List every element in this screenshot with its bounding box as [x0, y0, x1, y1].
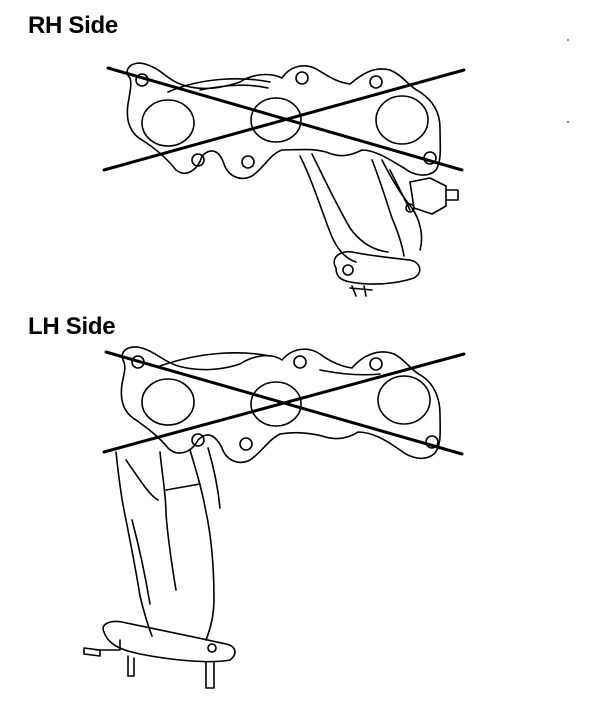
lh-flange-outline [120, 346, 442, 464]
rh-sensor-boss [409, 177, 447, 215]
lh-bolt-hole [239, 437, 253, 451]
lh-stud-center [127, 655, 135, 677]
rh-bolt-hole [191, 153, 205, 167]
lh-port-1 [141, 378, 195, 426]
lh-downpipe-line [189, 449, 215, 641]
lh-bolt-hole [369, 357, 383, 371]
rh-port-3 [375, 95, 429, 145]
rh-sensor-tip [445, 189, 459, 201]
rh-flange-outline [126, 62, 442, 180]
rh-collector-line [371, 159, 405, 257]
rh-bolt-hole [369, 75, 383, 89]
rh-bracket-line [389, 169, 411, 211]
lh-outlet-flange [102, 620, 236, 663]
rh-side-heading: RH Side [28, 12, 118, 39]
rh-stud [349, 285, 373, 297]
lh-side-heading: LH Side [28, 313, 116, 340]
lh-downpipe-line [159, 451, 177, 591]
lh-port-3 [377, 375, 431, 425]
lh-manifold-drawing [83, 346, 442, 689]
rh-port-1 [141, 99, 195, 147]
rh-bolt-hole [295, 71, 309, 85]
lh-bolt-hole [191, 433, 205, 447]
lh-runner-line [319, 369, 381, 376]
lh-downpipe-detail [125, 459, 201, 501]
lh-downpipe-detail [131, 519, 151, 605]
lh-cross-lines [102, 350, 466, 456]
rh-manifold-drawing [126, 62, 459, 297]
lh-stud-left [83, 647, 101, 657]
rh-cross-line-b [102, 68, 466, 172]
rh-outlet-flange [333, 250, 421, 285]
rh-cross-lines [102, 66, 466, 172]
rh-port-2 [250, 97, 302, 143]
rh-collector-line [311, 153, 389, 253]
rh-sensor-bolt [405, 203, 415, 213]
lh-outlet-tab [95, 639, 121, 651]
lh-downpipe-line [207, 447, 221, 509]
lh-cross-line-b [102, 352, 466, 454]
lh-runner-line [159, 352, 271, 367]
lh-outlet-bolt [207, 643, 217, 653]
speck [567, 39, 569, 41]
lh-bolt-hole [293, 355, 307, 369]
lh-downpipe-line [115, 451, 153, 637]
rh-bolt-hole [241, 155, 255, 169]
rh-collector-line [381, 159, 423, 251]
lh-port-2 [250, 381, 302, 427]
rh-outlet-bolt [342, 264, 354, 276]
rh-collector-line [299, 155, 357, 263]
lh-bolt-hole [425, 435, 439, 449]
speck [567, 121, 569, 123]
lh-stud-right [205, 661, 215, 689]
